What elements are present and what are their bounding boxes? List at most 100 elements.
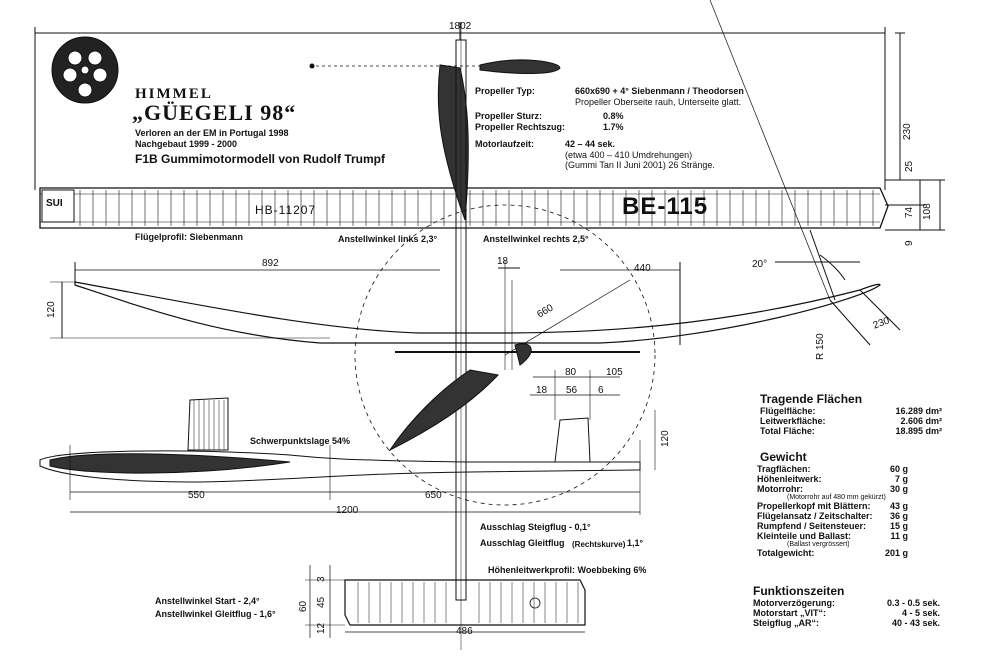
glide-deflection: Ausschlag Gleitflug	[480, 538, 565, 548]
propeller-type-value: 660x690 + 4° Siebenmann / Theodorsen	[575, 86, 744, 96]
angle-right: Anstellwinkel rechts 2,5°	[483, 234, 589, 244]
dim-45: 45	[316, 596, 327, 608]
angle-left: Anstellwinkel links 2,3°	[338, 234, 438, 244]
dim-20-deg: 20°	[752, 259, 768, 270]
areas-row-value: 2.606 dm²	[900, 416, 942, 426]
propeller-type-value-2: Propeller Oberseite rauh, Unterseite gla…	[575, 97, 742, 107]
right-dimension-lines	[885, 32, 945, 231]
dim-120-front: 120	[46, 301, 57, 318]
weights-row-label: Kleinteile und Ballast:	[757, 531, 852, 541]
cg-label: Schwerpunktslage 54%	[250, 436, 351, 446]
dim-108: 108	[922, 203, 933, 220]
dim-1200: 1200	[336, 505, 359, 516]
wing-profile: Flügelprofil: Siebenmann	[135, 232, 244, 242]
fuselage-centerline	[455, 22, 467, 650]
lost-note: Verloren an der EM in Portugal 1998	[135, 128, 289, 138]
dim-r150: R 150	[815, 333, 826, 360]
weights-row-value: 11 g	[890, 531, 908, 541]
areas-row-label: Total Fläche:	[760, 426, 815, 436]
motor-runtime-value: 42 – 44 sek.	[565, 139, 616, 149]
weights-row-value: 30 g	[889, 484, 908, 494]
propeller-rechtszug-label: Propeller Rechtszug:	[475, 122, 566, 132]
weights-row-label: Tragflächen:	[757, 464, 811, 474]
glide-deflection-value: 1,1°	[627, 538, 644, 548]
dim-892: 892	[262, 258, 279, 269]
registration-right: BE-115	[622, 193, 709, 220]
weights-row-label: Propellerkopf mit Blättern:	[757, 501, 871, 511]
propeller-sturz-value: 0.8%	[603, 111, 624, 121]
dim-9: 9	[904, 240, 915, 246]
brand-name: HIMMEL	[135, 86, 213, 102]
dim-56: 56	[566, 385, 578, 396]
dim-3: 3	[316, 576, 327, 582]
weights-row-label: Flügelansatz / Zeitschalter:	[757, 511, 873, 521]
stab-angle-glide: Anstellwinkel Gleitflug - 1,6°	[155, 609, 276, 619]
dim-6: 6	[598, 385, 604, 396]
areas-title: Tragende Flächen	[760, 392, 863, 406]
dim-25: 25	[904, 160, 915, 172]
dim-18-top: 18	[497, 256, 509, 267]
fuselage-side-view	[39, 440, 641, 515]
weights-row-label: Motorrohr:	[757, 484, 803, 494]
model-name: „GÜEGELI 98“	[132, 100, 297, 125]
functions-title: Funktionszeiten	[753, 584, 845, 598]
dim-60: 60	[298, 600, 309, 612]
motor-runtime-note-1: (etwa 400 – 410 Umdrehungen)	[565, 150, 693, 160]
rebuilt-note: Nachgebaut 1999 - 2000	[135, 139, 238, 149]
dim-550: 550	[188, 490, 205, 501]
functions-row-label: Motorverzögerung:	[753, 598, 835, 608]
dim-230-top: 230	[902, 123, 913, 140]
climb-deflection: Ausschlag Steigflug - 0,1°	[480, 522, 591, 532]
areas-row-label: Flügelfläche:	[760, 406, 816, 416]
areas-row-label: Leitwerkfläche:	[760, 416, 826, 426]
dim-74: 74	[904, 206, 915, 218]
motor-runtime-note-2: (Gummi Tan II Juni 2001) 26 Stränge.	[565, 160, 715, 170]
logo-emblem	[51, 36, 119, 104]
propeller-sturz-label: Propeller Sturz:	[475, 111, 543, 121]
weights-row-value: 60 g	[889, 464, 908, 474]
propeller-type-label: Propeller Typ:	[475, 86, 535, 96]
functions-row-value: 0.3 - 0.5 sek.	[886, 598, 940, 608]
weight-title: Gewicht	[760, 450, 807, 464]
weights-row-value: 7 g	[894, 474, 908, 484]
functions-row-value: 4 - 5 sek.	[901, 608, 940, 618]
stab-angle-start: Anstellwinkel Start - 2,4°	[155, 596, 260, 606]
weights-row-value: 15 g	[889, 521, 908, 531]
weights-row-label: Rumpfend / Seitensteuer:	[757, 521, 867, 531]
propeller-rechtszug-value: 1.7%	[603, 122, 624, 132]
functions-row-label: Motorstart „VIT“:	[753, 608, 826, 618]
weights-row-label: (Ballast vergrössert)	[787, 541, 850, 548]
areas-row-value: 18.895 dm²	[895, 426, 942, 436]
span-dimension-line	[34, 22, 886, 190]
dim-12: 12	[316, 622, 327, 634]
dim-440: 440	[634, 263, 651, 274]
dim-span: 1802	[449, 21, 472, 32]
weights-row-label: (Motorrohr auf 480 mm gekürzt)	[787, 494, 886, 501]
functions-row-label: Steigflug „AR“:	[753, 618, 819, 628]
propeller-disc	[354, 204, 656, 506]
stabilizer-planform	[305, 565, 586, 638]
dim-105: 105	[606, 367, 623, 378]
registration-left: HB-11207	[255, 203, 317, 217]
dim-650: 650	[425, 490, 442, 501]
areas-row-value: 16.289 dm²	[895, 406, 942, 416]
wing-front-view	[50, 0, 901, 346]
functions-row-value: 40 - 43 sek.	[891, 618, 940, 628]
model-class: F1B Gummimotormodell von Rudolf Trumpf	[135, 152, 385, 166]
motor-runtime-label: Motorlaufzeit:	[475, 139, 534, 149]
dim-486: 486	[456, 626, 473, 637]
weights-row-value: 36 g	[889, 511, 908, 521]
dim-80: 80	[565, 367, 577, 378]
stab-profile: Höhenleitwerkprofil: Woebbeking 6%	[488, 565, 647, 575]
weights-row-label: Höhenleitwerk:	[757, 474, 822, 484]
flag-text: SUI	[46, 198, 63, 209]
weights-row-label: Totalgewicht:	[757, 548, 815, 558]
fin-right	[530, 370, 656, 470]
glide-deflection-note: (Rechtskurve)	[572, 540, 626, 549]
weights-row-value: 201 g	[884, 548, 908, 558]
dim-18: 18	[536, 385, 548, 396]
weights-row-value: 43 g	[889, 501, 908, 511]
fin-left	[187, 397, 229, 451]
dim-120-fin: 120	[660, 430, 671, 447]
